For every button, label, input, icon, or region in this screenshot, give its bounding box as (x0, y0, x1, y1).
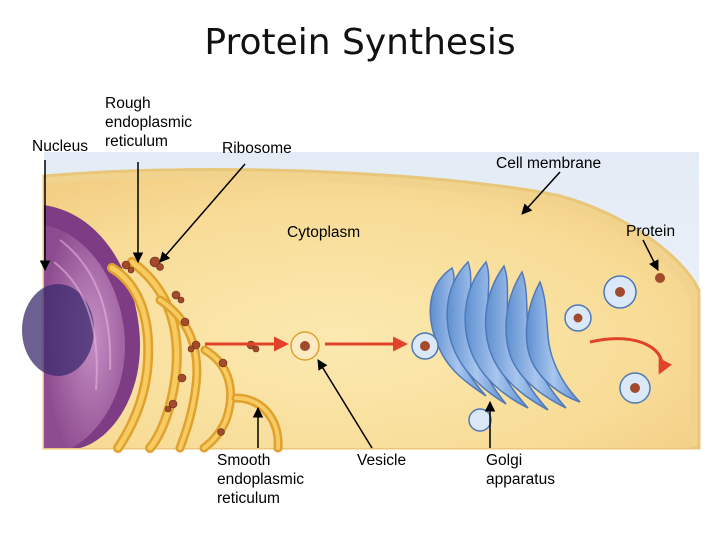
label-smooth-er: Smooth endoplasmic reticulum (217, 452, 305, 507)
label-cytoplasm: Cytoplasm (287, 224, 361, 241)
ribosomes (121, 256, 260, 436)
golgi-apparatus (429, 260, 581, 411)
transport-arrows (205, 336, 673, 375)
label-protein: Protein (626, 223, 676, 240)
label-golgi: Golgi apparatus (486, 452, 555, 488)
page-title: Protein Synthesis (204, 22, 516, 63)
label-cell-membrane: Cell membrane (496, 155, 602, 172)
vesicle-proteins (300, 273, 665, 393)
label-pointers (39, 160, 659, 449)
label-ribosome: Ribosome (222, 140, 292, 157)
label-nucleus: Nucleus (32, 138, 88, 155)
label-rough-er: Rough endoplasmic reticulum (105, 95, 193, 150)
label-vesicle: Vesicle (357, 452, 407, 469)
